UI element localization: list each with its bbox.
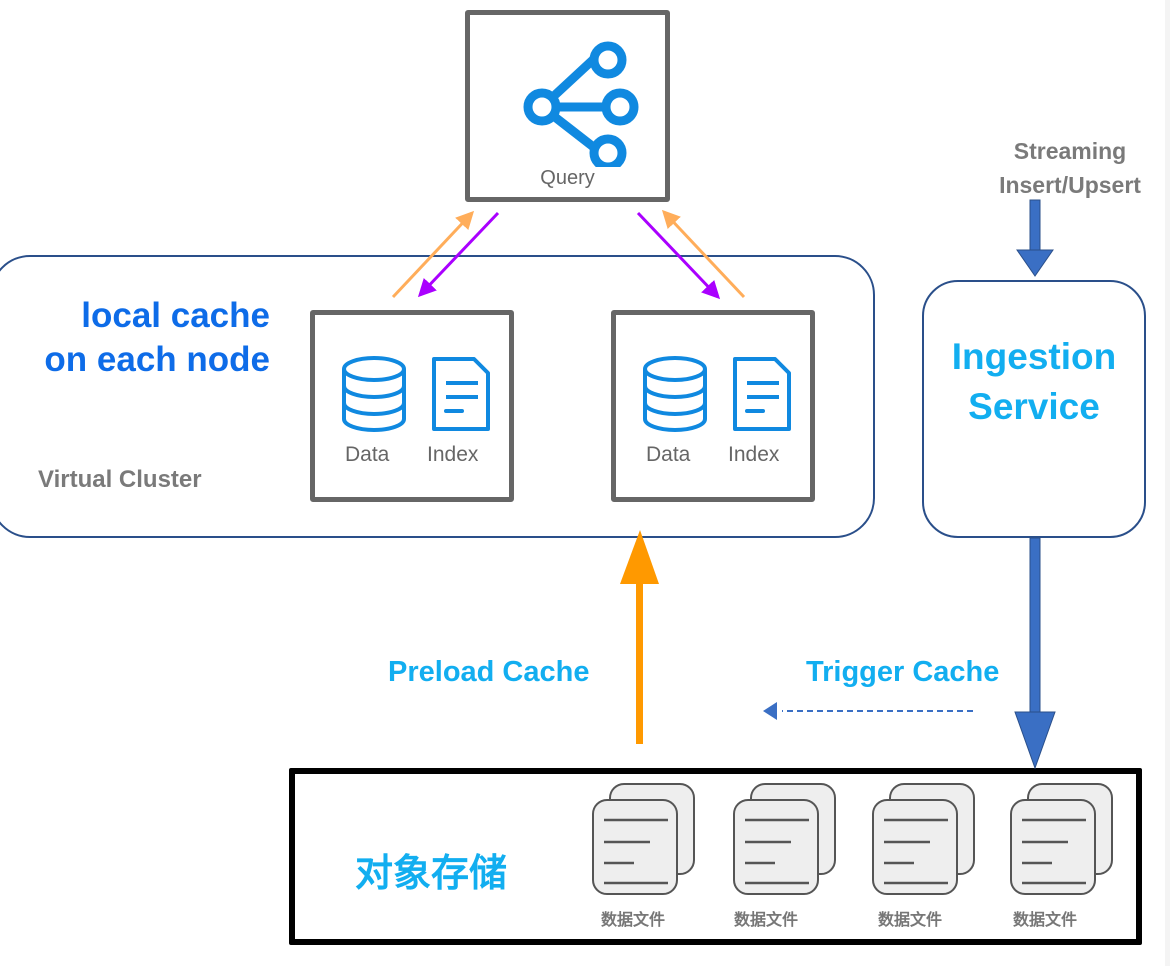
data-file-icon	[1010, 783, 1113, 895]
cluster-name: Virtual Cluster	[38, 466, 202, 493]
cache-node-1[interactable]: Data Index	[310, 310, 514, 502]
share-icon	[523, 41, 639, 167]
streaming-label-line1: Streaming	[1013, 138, 1127, 164]
ingestion-title-line1: Ingestion	[951, 336, 1117, 377]
response-arrow-right	[661, 209, 746, 299]
data-file-icon	[872, 783, 975, 895]
index-label: Index	[427, 443, 479, 466]
request-arrow-right	[636, 211, 721, 300]
trigger-cache-arrow	[763, 702, 973, 720]
ingestion-service[interactable]	[922, 280, 1146, 538]
data-file-label: 数据文件	[1012, 912, 1077, 929]
index-document-icon	[733, 357, 791, 431]
streaming-label-line2: Insert/Upsert	[999, 172, 1141, 198]
edge-strip	[1165, 0, 1170, 966]
data-label: Data	[345, 443, 390, 466]
streaming-input-arrow	[1016, 199, 1054, 277]
cluster-heading-line1: local cache	[81, 296, 270, 335]
response-arrow-left	[391, 210, 475, 299]
data-file-icon	[592, 783, 695, 895]
index-document-icon	[432, 357, 490, 431]
database-icon	[342, 356, 406, 432]
data-file-icon	[733, 783, 836, 895]
index-label: Index	[728, 443, 780, 466]
data-file-label: 数据文件	[600, 912, 665, 929]
query-node[interactable]: Query	[465, 10, 670, 202]
query-label: Query	[540, 167, 595, 189]
ingestion-title-line2: Service	[968, 386, 1100, 427]
cache-node-2[interactable]: Data Index	[611, 310, 815, 502]
preload-cache-arrow	[620, 530, 659, 744]
preload-cache-label: Preload Cache	[388, 656, 590, 688]
ingestion-to-storage-arrow	[1014, 537, 1056, 770]
data-label: Data	[646, 443, 691, 466]
database-icon	[643, 356, 707, 432]
request-arrow-left	[417, 211, 500, 298]
object-storage	[289, 768, 1142, 945]
virtual-cluster	[0, 255, 875, 538]
data-file-label: 数据文件	[877, 912, 942, 929]
data-file-label: 数据文件	[733, 912, 798, 929]
trigger-cache-label: Trigger Cache	[806, 656, 1000, 688]
object-storage-title: 对象存储	[355, 853, 508, 895]
cluster-heading-line2: on each node	[44, 340, 270, 379]
